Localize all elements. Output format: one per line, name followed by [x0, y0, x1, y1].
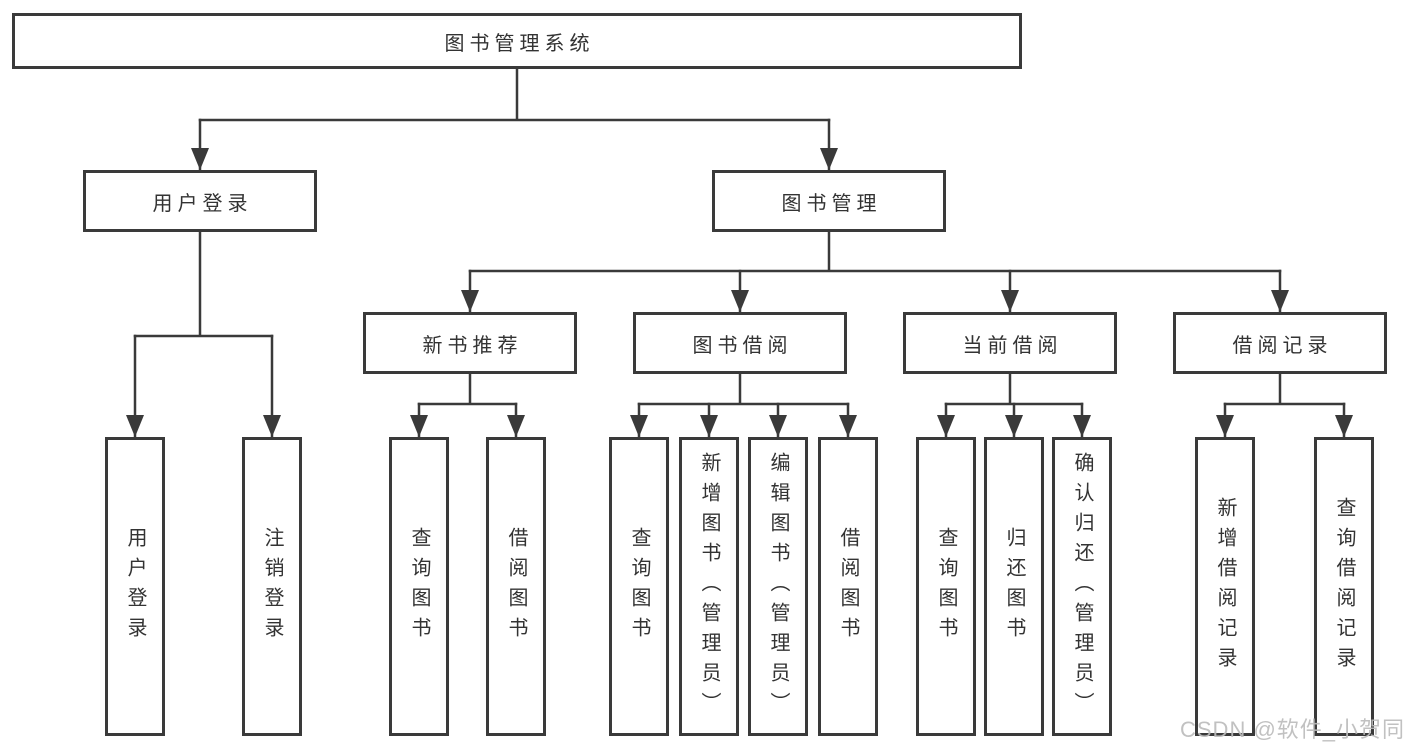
leaf-confirm-return-admin: 确认归还（管理员） — [1052, 437, 1112, 736]
node-label: 新书推荐 — [422, 334, 523, 357]
leaf-query-books-borrow: 查询图书 — [609, 437, 669, 736]
node-book-borrowing: 图书借阅 — [633, 312, 847, 374]
watermark: CSDN @软件_小贺同学 — [1180, 717, 1405, 742]
leaf-user-login: 用户登录 — [105, 437, 165, 736]
leaf-return-books: 归还图书 — [984, 437, 1044, 736]
leaf-borrow-books: 借阅图书 — [818, 437, 878, 736]
node-label: 用户登录 — [124, 526, 146, 647]
node-label: 借阅图书 — [505, 526, 527, 647]
node-label: 编辑图书（管理员） — [767, 451, 789, 722]
node-label: 图书管理系统 — [444, 32, 595, 55]
leaf-add-books-admin: 新增图书（管理员） — [679, 437, 739, 736]
leaf-edit-books-admin: 编辑图书（管理员） — [748, 437, 808, 736]
node-label: 当前借阅 — [962, 334, 1063, 357]
node-label: 查询图书 — [935, 526, 957, 647]
node-label: 确认归还（管理员） — [1071, 451, 1093, 722]
node-label: 借阅图书 — [837, 526, 859, 647]
node-current-borrowing: 当前借阅 — [903, 312, 1117, 374]
node-label: 用户登录 — [152, 192, 253, 215]
node-label: 查询借阅记录 — [1333, 496, 1355, 677]
node-label: 查询图书 — [628, 526, 650, 647]
leaf-logout-login: 注销登录 — [242, 437, 302, 736]
node-label: 归还图书 — [1003, 526, 1025, 647]
node-book-management: 图书管理 — [712, 170, 946, 232]
node-label: 图书管理 — [781, 192, 882, 215]
node-label: 注销登录 — [261, 526, 283, 647]
node-new-book-recommendation: 新书推荐 — [363, 312, 577, 374]
node-user-login: 用户登录 — [83, 170, 317, 232]
leaf-query-books-recommend: 查询图书 — [389, 437, 449, 736]
leaf-add-borrow-record: 新增借阅记录 — [1195, 437, 1255, 736]
node-book-management-system: 图书管理系统 — [12, 13, 1022, 69]
node-label: 图书借阅 — [692, 334, 793, 357]
node-label: 借阅记录 — [1232, 334, 1333, 357]
leaf-borrow-books-recommend: 借阅图书 — [486, 437, 546, 736]
node-borrowing-records: 借阅记录 — [1173, 312, 1387, 374]
node-label: 查询图书 — [408, 526, 430, 647]
leaf-query-borrow-record: 查询借阅记录 — [1314, 437, 1374, 736]
leaf-query-books-current: 查询图书 — [916, 437, 976, 736]
node-label: 新增借阅记录 — [1214, 496, 1236, 677]
node-label: 新增图书（管理员） — [698, 451, 720, 722]
